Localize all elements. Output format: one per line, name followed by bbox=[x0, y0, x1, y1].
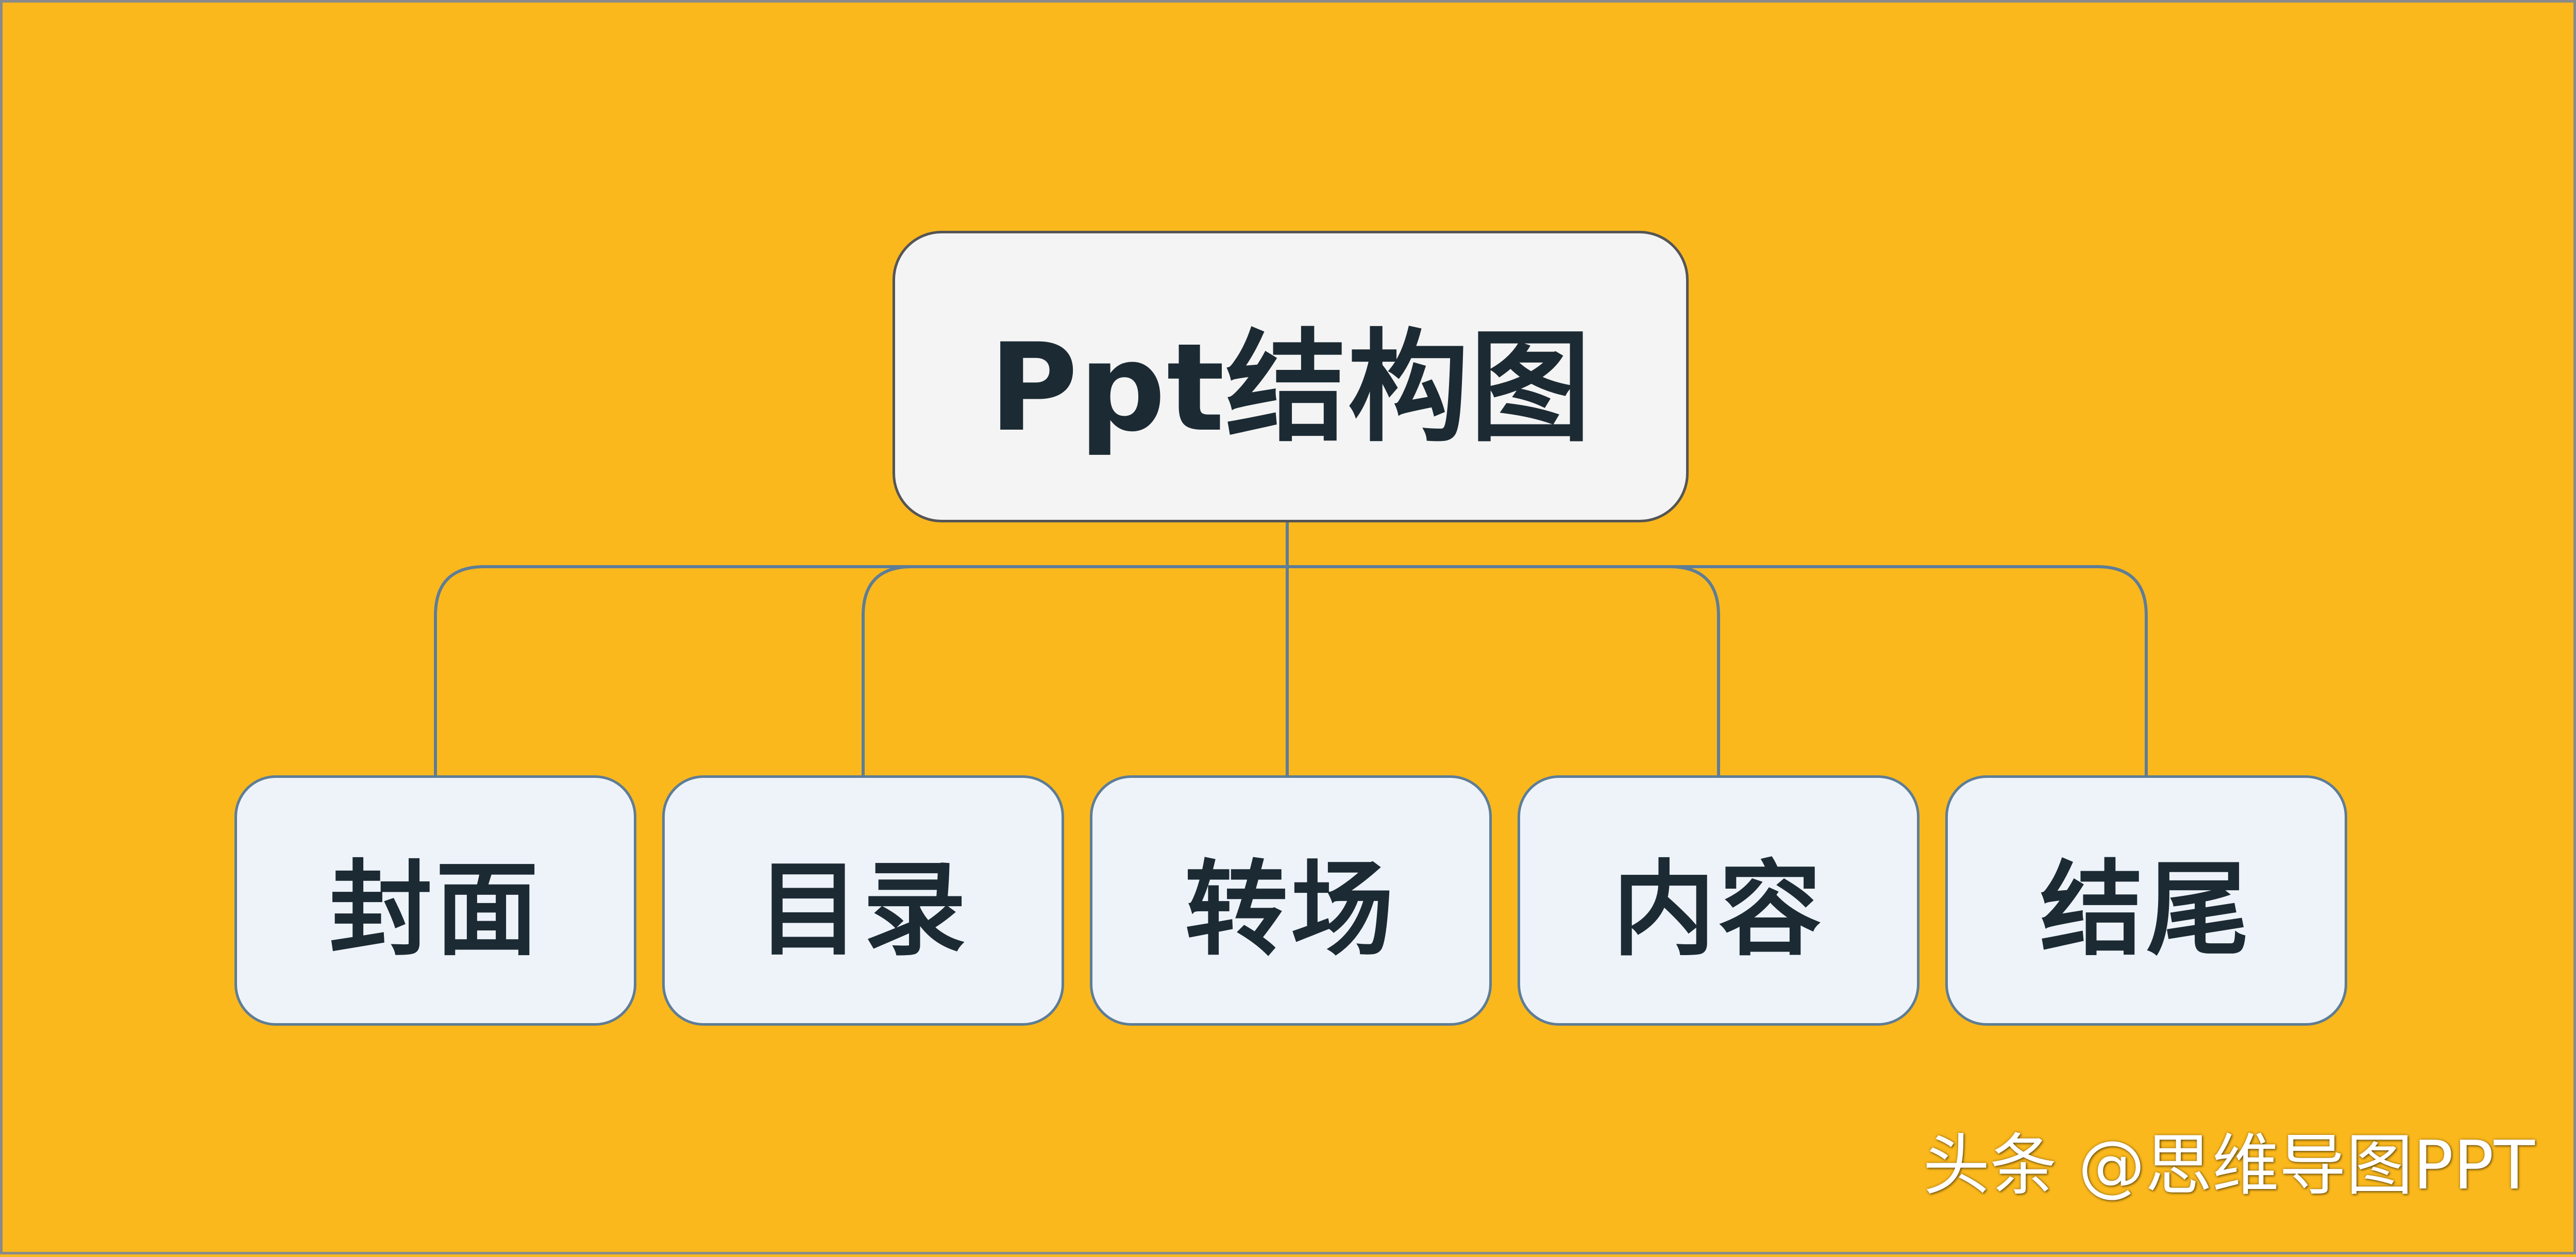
child-node-transition: 转场 bbox=[1090, 775, 1492, 1026]
root-node: Ppt结构图 bbox=[893, 231, 1689, 522]
child-node-ending: 结尾 bbox=[1945, 775, 2347, 1026]
watermark-text: 头条 @思维导图PPT bbox=[1923, 1126, 2535, 1204]
child-node-label: 结尾 bbox=[2040, 850, 2252, 970]
root-node-label: Ppt结构图 bbox=[989, 317, 1592, 458]
child-node-label: 目录 bbox=[756, 850, 969, 970]
child-node-content: 内容 bbox=[1518, 775, 1920, 1026]
connector-lines bbox=[434, 522, 2148, 775]
connector-child-1 bbox=[434, 565, 485, 775]
child-node-label: 内容 bbox=[1612, 850, 1825, 970]
connector-child-4 bbox=[1669, 565, 1720, 775]
child-node-label: 转场 bbox=[1184, 850, 1397, 970]
connector-child-5 bbox=[2097, 565, 2148, 775]
connector-child-2 bbox=[862, 565, 913, 775]
child-node-cover: 封面 bbox=[234, 775, 636, 1026]
child-node-label: 封面 bbox=[329, 850, 542, 970]
child-node-toc: 目录 bbox=[662, 775, 1064, 1026]
